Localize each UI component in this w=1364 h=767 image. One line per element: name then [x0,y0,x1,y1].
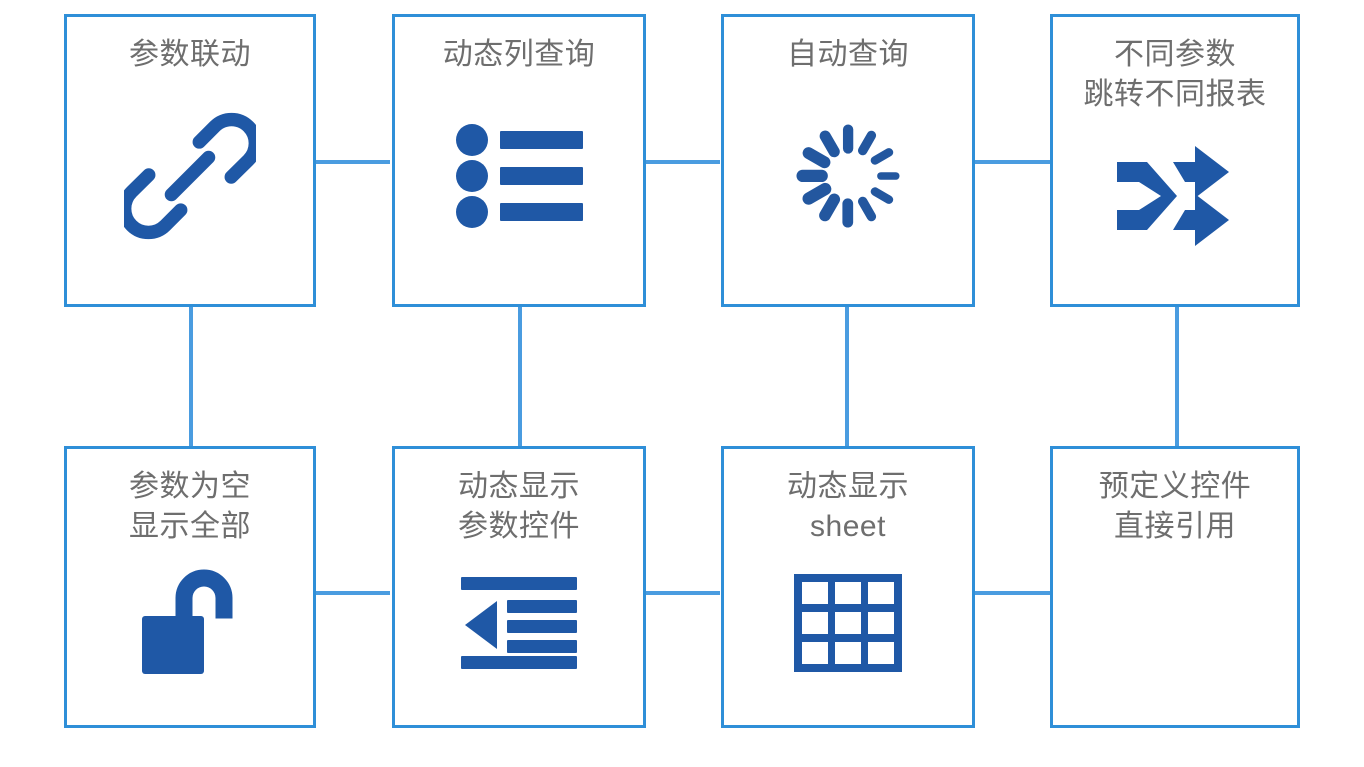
connector-n4-n8 [1175,305,1179,448]
connector-n6-n7 [646,591,720,595]
node-canshu-liandong[interactable]: 参数联动 [64,14,316,307]
node-title: 预定义控件 直接引用 [1098,470,1252,543]
node-title: 参数联动 [129,38,251,71]
connector-n3-n4 [975,160,1050,164]
node-title: 自动查询 [787,38,909,71]
node-title: 不同参数 跳转不同报表 [1083,38,1267,111]
node-title: 参数为空 显示全部 [129,470,251,543]
node-icon-empty [1053,547,1297,725]
outdent-icon [395,547,643,725]
spinner-icon [724,75,972,304]
node-yudingyi-kongjian-zhijie-yinyong[interactable]: 预定义控件 直接引用 [1050,446,1300,728]
connector-n1-n5 [189,305,193,448]
shuffle-icon [1053,115,1297,304]
node-dongtai-xianshi-sheet[interactable]: 动态显示 sheet [721,446,975,728]
grid-table-icon [724,547,972,725]
node-zidong-chaxun[interactable]: 自动查询 [721,14,975,307]
node-canshu-weikong-xianshi-quanbu[interactable]: 参数为空 显示全部 [64,446,316,728]
connector-n2-n3 [646,160,720,164]
node-dongtai-lie-chaxun[interactable]: 动态列查询 [392,14,646,307]
connector-n3-n7 [845,305,849,448]
node-title: 动态显示 sheet [787,470,909,543]
node-dongtai-xianshi-canshu-kongjian[interactable]: 动态显示 参数控件 [392,446,646,728]
unlock-icon [67,547,313,725]
node-butong-canshu-tiaozhuan[interactable]: 不同参数 跳转不同报表 [1050,14,1300,307]
connector-n2-n6 [518,305,522,448]
node-title: 动态列查询 [442,38,596,71]
link-icon [67,75,313,304]
bullet-list-icon [395,75,643,304]
connector-n5-n6 [316,591,390,595]
connector-n7-n8 [975,591,1050,595]
connector-n1-n2 [316,160,390,164]
node-title: 动态显示 参数控件 [458,470,580,543]
